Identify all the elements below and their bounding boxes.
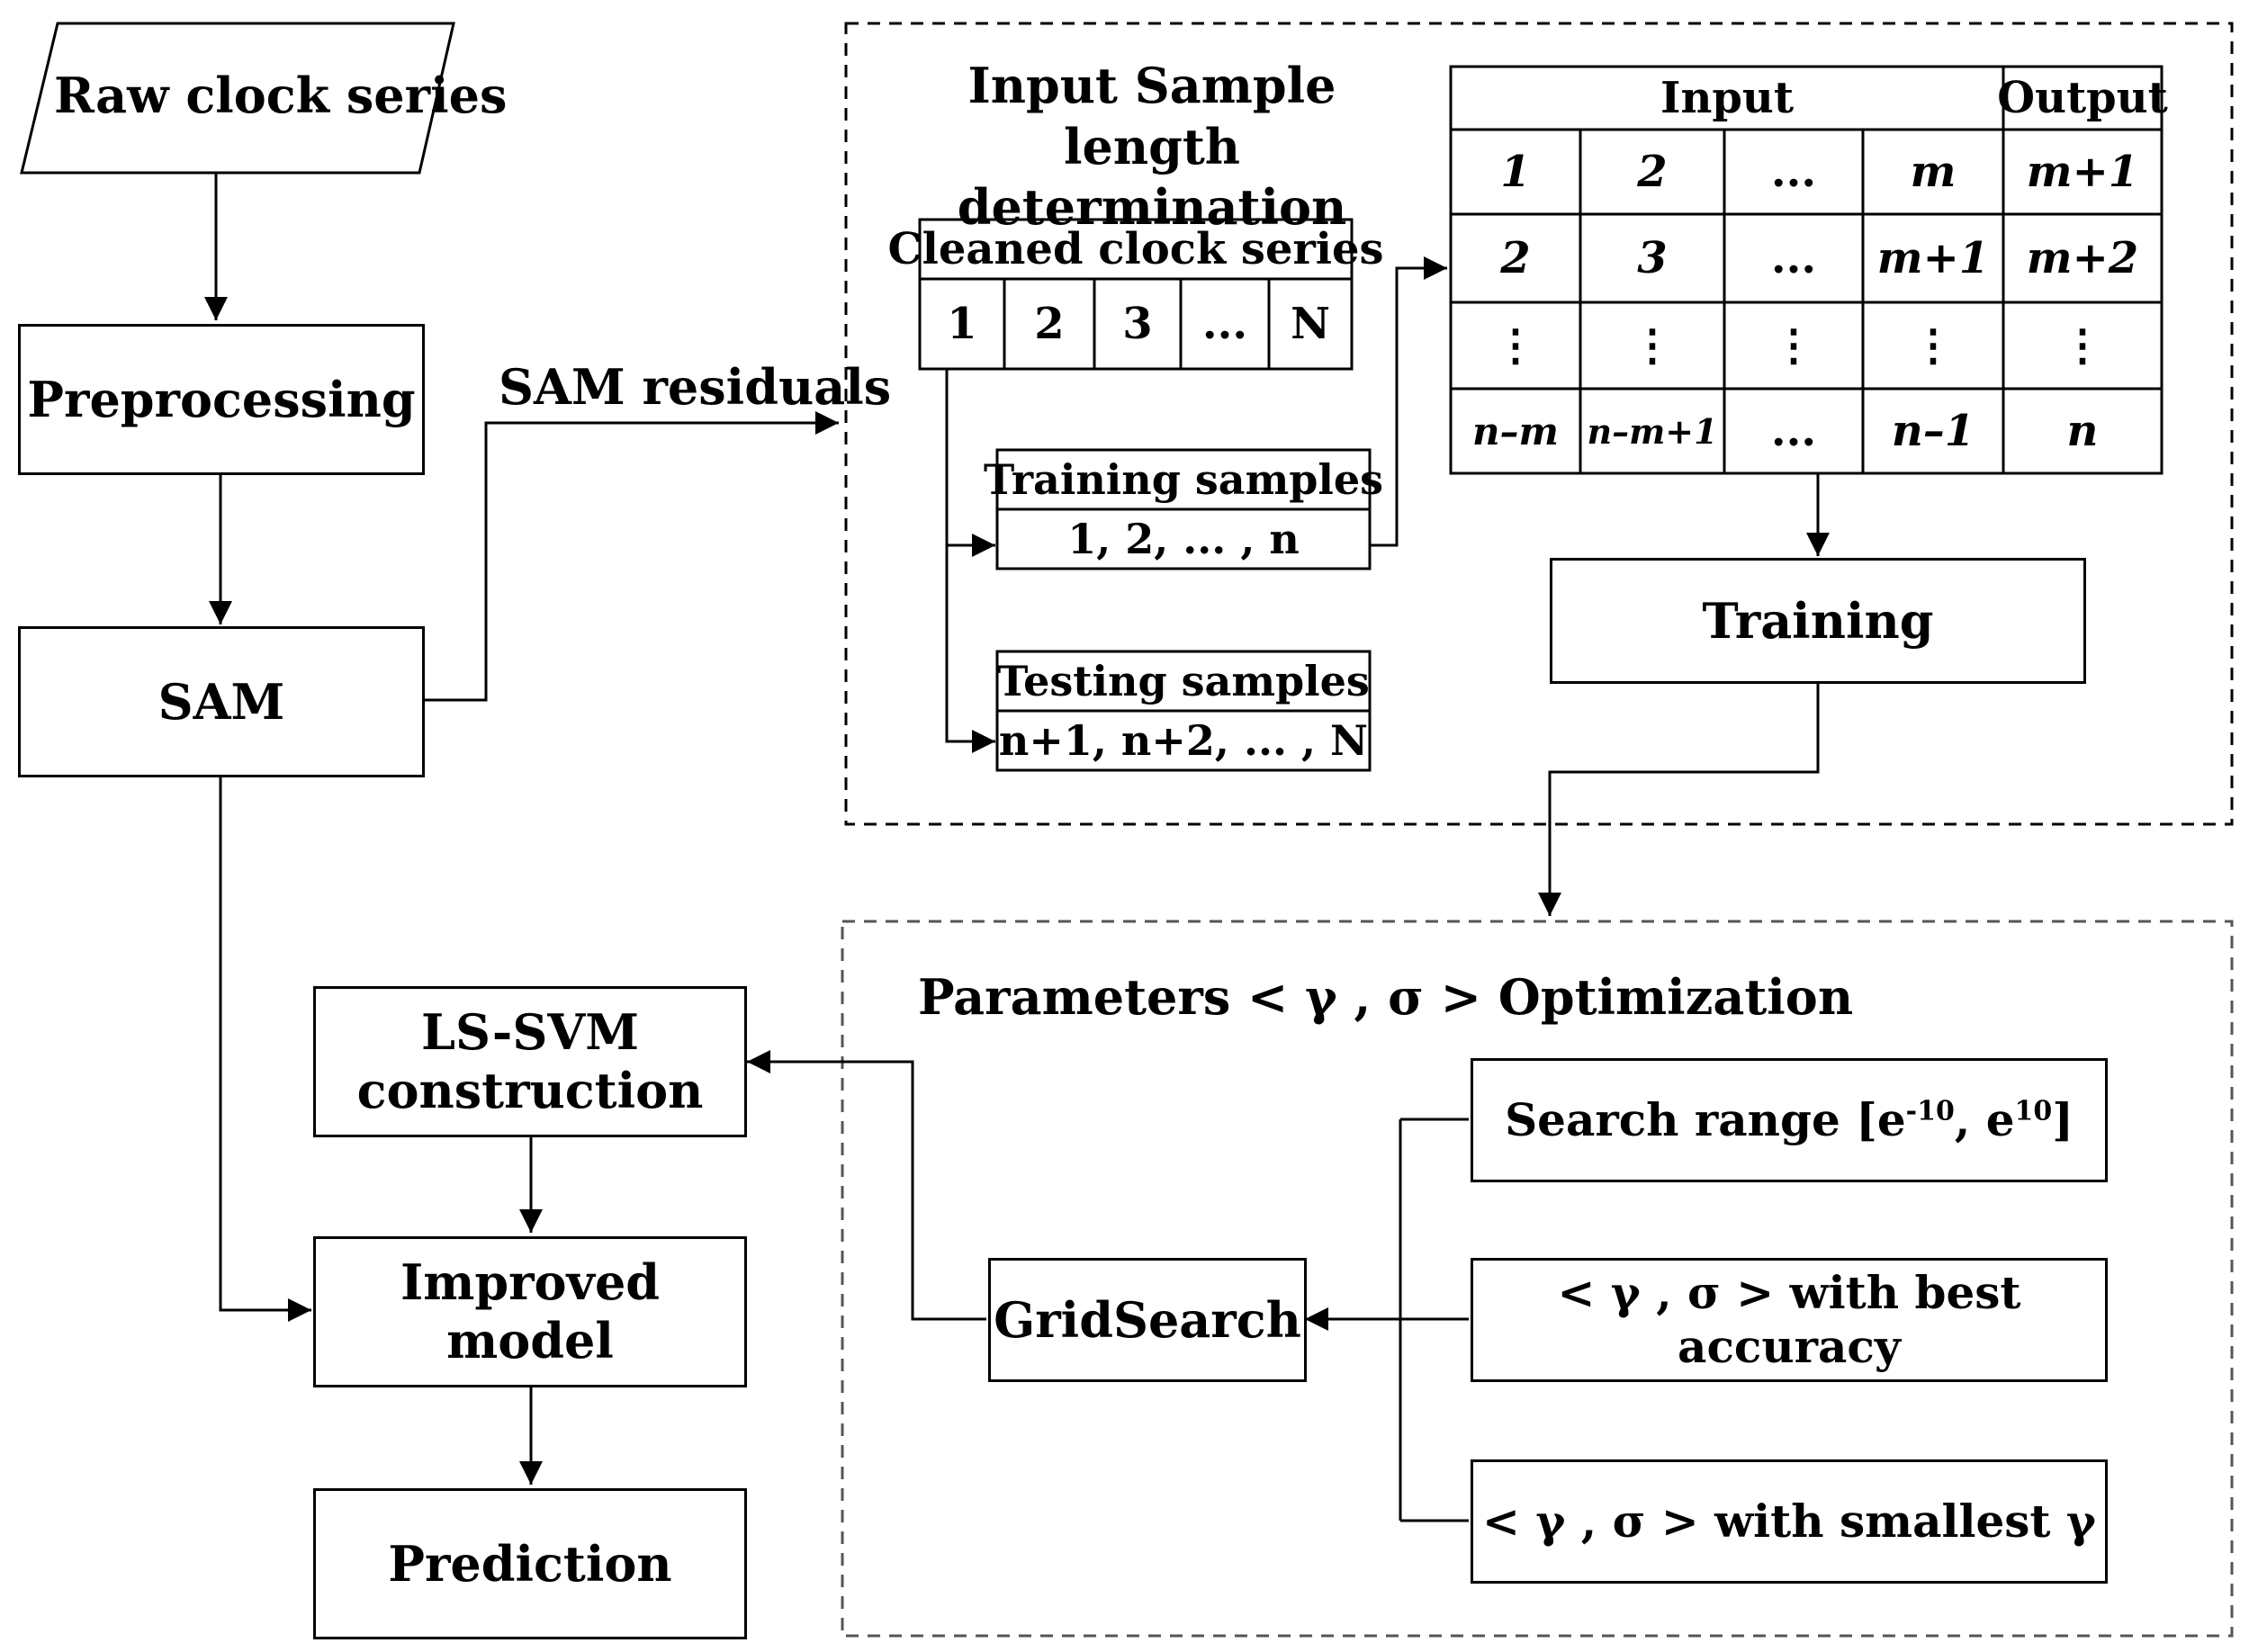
- matrix-cell: m: [1910, 147, 1957, 197]
- matrix-cell: 3: [1637, 233, 1668, 283]
- input-panel-title-line-2: determination: [957, 178, 1347, 236]
- gridsearch-box: GridSearch: [988, 1258, 1307, 1382]
- matrix-cell: 2: [1500, 233, 1531, 283]
- arrow-training-to-optimization: [1538, 684, 1820, 916]
- matrix-cell: m+1: [2026, 147, 2139, 197]
- testing-samples-header: Testing samples: [997, 657, 1370, 705]
- matrix-cell: ...: [1770, 147, 1817, 197]
- search-range-text: Search range [e-10, e10]: [1505, 1093, 2074, 1147]
- cleaned-series-table-border: [918, 218, 1354, 371]
- ls-svm-line-1: LS-SVM: [420, 1003, 640, 1062]
- matrix-cell: ⋮: [2061, 320, 2104, 371]
- matrix-cell: 2: [1637, 147, 1668, 197]
- sam-residuals-label: SAM residuals: [499, 358, 892, 416]
- cleaned-cell-2: 2: [1034, 299, 1065, 349]
- input-panel-border: [844, 22, 2234, 826]
- cleaned-cell-n: N: [1291, 299, 1330, 349]
- raw-clock-series-shape: [20, 22, 455, 175]
- matrix-output-header: Output: [1997, 73, 2168, 123]
- matrix-cell: 1: [1500, 147, 1531, 197]
- search-range-suffix: ]: [2052, 1093, 2074, 1146]
- training-box: Training: [1550, 558, 2086, 684]
- search-range-exp-1: -10: [1905, 1095, 1955, 1127]
- matrix-cell: n: [2066, 406, 2099, 456]
- matrix-cell: m+2: [2026, 233, 2139, 283]
- best-accuracy-box: < γ , σ > with best accuracy: [1471, 1258, 2108, 1382]
- matrix-cell: ⋮: [1772, 320, 1815, 371]
- optimization-panel-border: [841, 920, 2234, 1638]
- matrix-cell: ⋮: [1631, 320, 1674, 371]
- ls-svm-line-2: construction: [356, 1062, 704, 1119]
- training-samples-header: Training samples: [983, 455, 1384, 504]
- matrix-cell: ...: [1770, 233, 1817, 283]
- matrix-cell: ⋮: [1912, 320, 1955, 371]
- cleaned-series-header: Cleaned clock series: [887, 224, 1384, 274]
- sam-box: SAM: [18, 626, 425, 777]
- arrow-sam-to-improved: [219, 776, 311, 1322]
- search-range-exp-2: 10: [2014, 1095, 2053, 1127]
- matrix-input-header: Input: [1660, 73, 1794, 123]
- prediction-box: Prediction: [313, 1488, 747, 1639]
- cleaned-cell-ellipsis: ...: [1201, 299, 1248, 349]
- input-panel-title-line-1: Input Sample length: [967, 57, 1336, 175]
- raw-clock-series-label: Raw clock series: [54, 67, 508, 124]
- preprocessing-box: Preprocessing: [18, 324, 425, 475]
- arrow-training-samples-to-matrix: [1370, 256, 1447, 547]
- input-panel-title: Input Sample length determination: [891, 56, 1413, 238]
- matrix-cell: n–1: [1891, 406, 1975, 456]
- search-range-mid: , e: [1954, 1093, 2015, 1146]
- testing-samples-value: n+1, n+2, ... , N: [998, 716, 1369, 765]
- matrix-cell: ⋮: [1494, 320, 1537, 371]
- matrix-border: [1449, 65, 2164, 475]
- matrix-cell: n–m: [1472, 409, 1559, 453]
- smallest-gamma-box: < γ , σ > with smallest γ: [1471, 1459, 2108, 1584]
- improved-model-box: Improved model: [313, 1236, 747, 1387]
- search-range-box: Search range [e-10, e10]: [1471, 1058, 2108, 1182]
- matrix-cell: n–m+1: [1587, 410, 1718, 452]
- training-samples-value: 1, 2, ... , n: [1067, 515, 1300, 563]
- arrow-cleaned-to-testing: [945, 545, 995, 753]
- optimization-panel-title: Parameters < γ , σ > Optimization: [918, 968, 1854, 1026]
- matrix-cell: ...: [1770, 406, 1817, 456]
- search-range-prefix: Search range [e: [1505, 1093, 1906, 1146]
- matrix-cell: m+1: [1876, 233, 1990, 283]
- cleaned-cell-1: 1: [947, 299, 977, 349]
- arrow-gridsearch-to-lssvm: [747, 1050, 986, 1321]
- ls-svm-construction-box: LS-SVM construction: [313, 986, 747, 1137]
- cleaned-cell-3: 3: [1122, 299, 1153, 349]
- arrow-sam-to-input-panel: [423, 411, 839, 702]
